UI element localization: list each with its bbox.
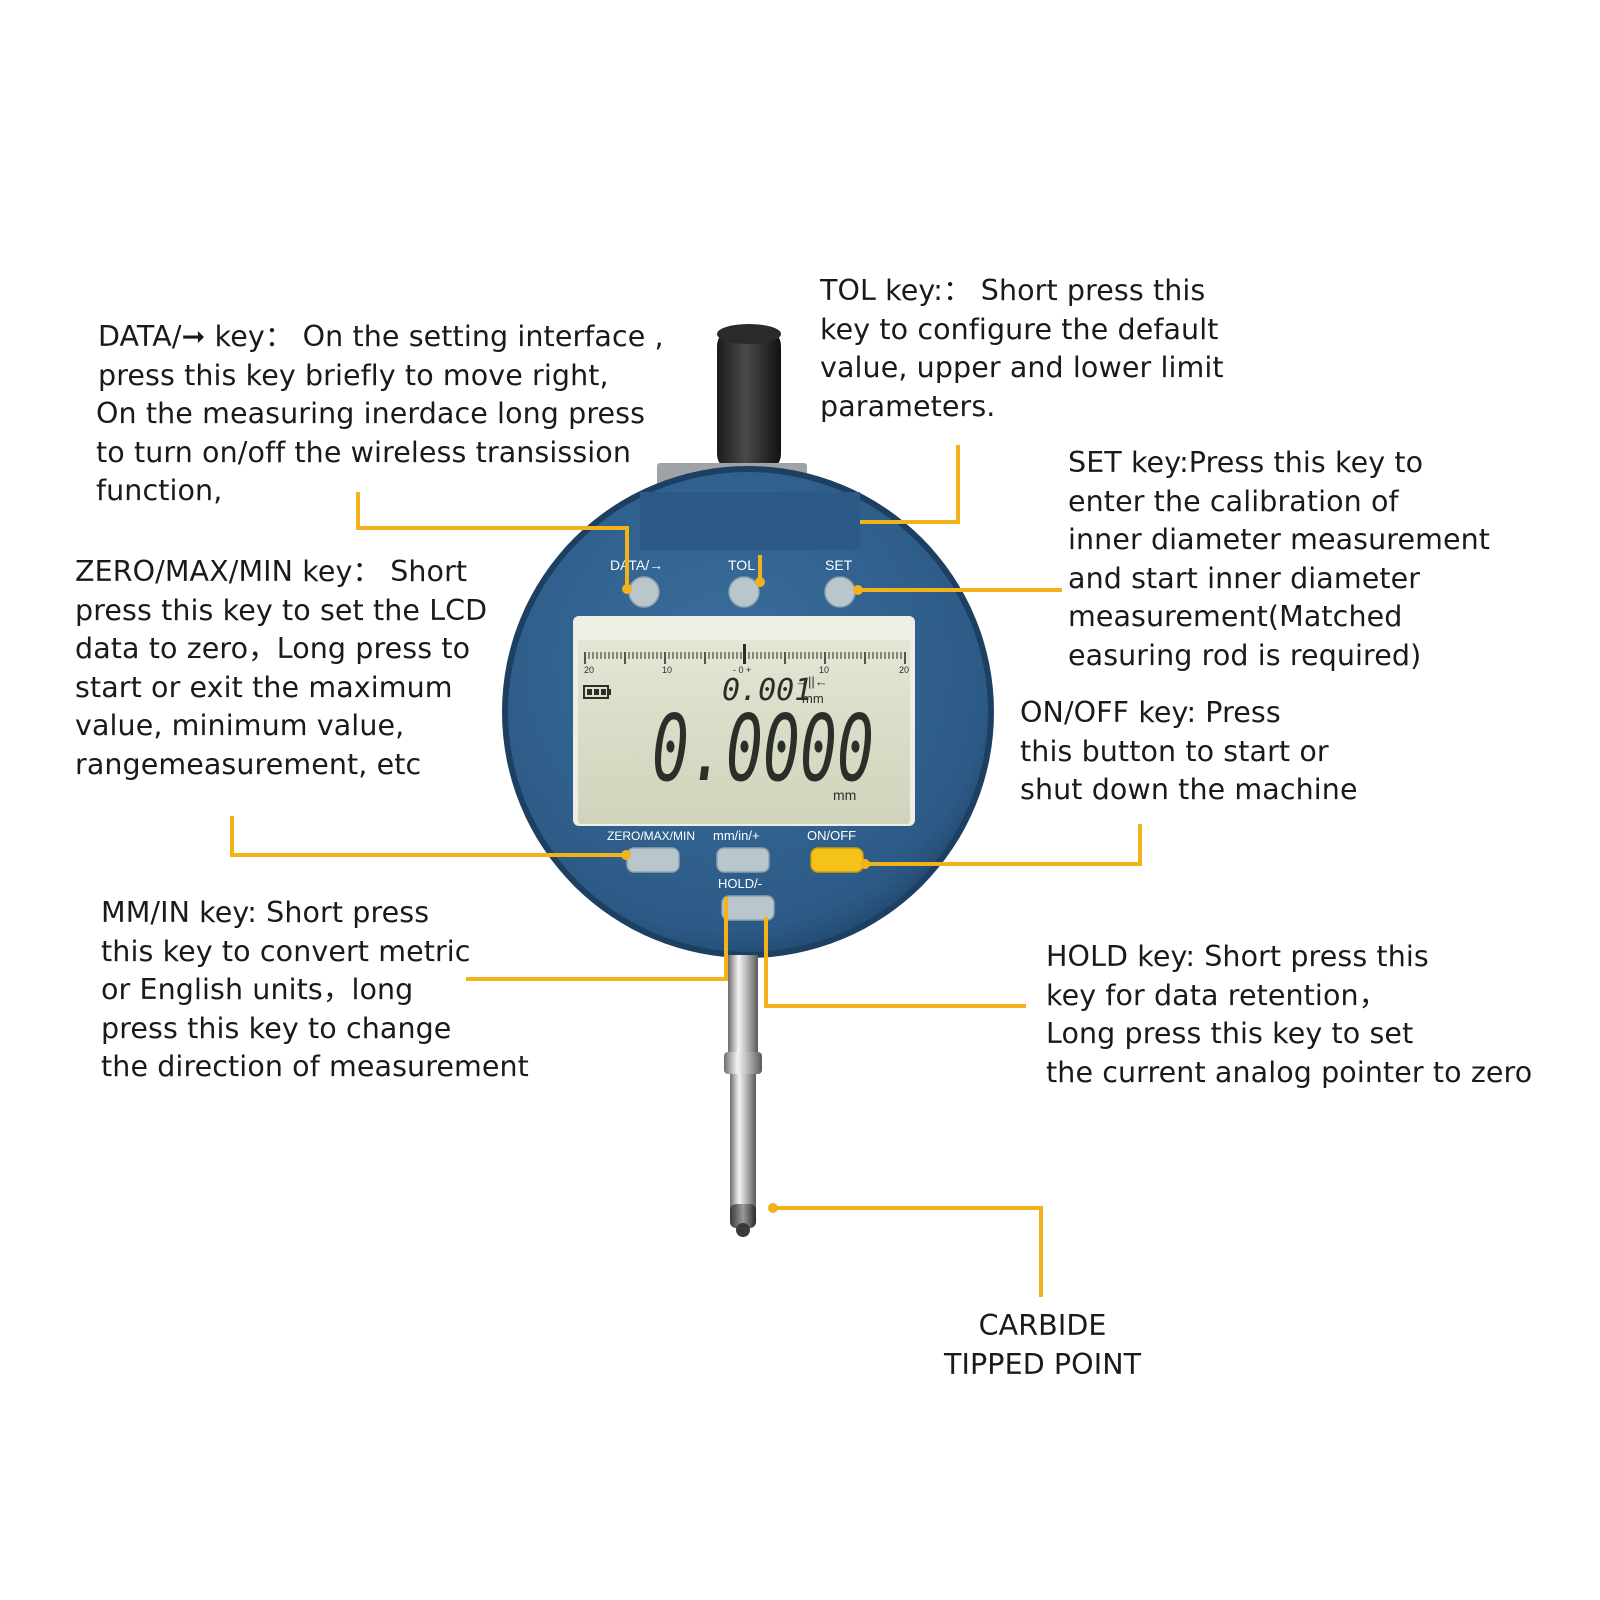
data-key-text-5: function, [96, 474, 223, 507]
lcd-tolerance-symbol: →||← [795, 674, 828, 689]
lcd-scale-left: 20 [584, 665, 594, 675]
lcd-scale-center: - 0 + [733, 665, 751, 675]
mmin-key-label: mm/in/+ [713, 828, 760, 843]
carbide-tip [730, 1204, 756, 1237]
onoff-key-callout: ON/OFF key: Press this button to start o… [1020, 694, 1358, 810]
tol-key-label: TOL [728, 557, 755, 573]
data-key-text-4: to turn on/off the wireless transission [96, 435, 632, 469]
lcd-reading-unit: mm [833, 787, 856, 803]
lcd-scale-right: 20 [899, 665, 909, 675]
hold-key-label: HOLD/- [718, 876, 762, 891]
leader-zero [230, 816, 626, 857]
hold-key-text-3: Long press this key to set [1046, 1017, 1414, 1050]
tol-key-text-3: value, upper and lower limit [820, 351, 1224, 384]
set-key-text-1: SET key:Press this key to [1068, 446, 1424, 479]
zero-key-text-5: value, minimum value, [75, 709, 405, 742]
lcd-resolution-unit: mm [802, 691, 824, 706]
leader-data [356, 492, 629, 589]
lcd-resolution: 0.001 [722, 673, 812, 708]
leader-carbide [773, 1206, 1043, 1297]
zero-key-text-1: ZERO/MAX/MIN key： Short [75, 555, 468, 588]
analog-scale [584, 644, 906, 664]
battery-icon [583, 685, 611, 699]
zero-key-callout: ZERO/MAX/MIN key： Short press this key t… [75, 553, 487, 784]
tol-key-text-1: TOL key:： Short press this [820, 274, 1206, 307]
set-key-text-4: and start inner diameter [1068, 561, 1421, 595]
set-key-text-2: enter the calibration of [1068, 484, 1399, 518]
leader-tol [860, 445, 960, 524]
on-off-key[interactable]: ON/OFF [807, 828, 864, 873]
onoff-key-text-3: shut down the machine [1020, 773, 1358, 806]
lcd-scale-mid-right: 10 [819, 665, 829, 675]
mmin-key-text-1: MM/IN key: Short press [101, 896, 430, 929]
hold-key-callout: HOLD key: Short press this key for data … [1046, 938, 1532, 1092]
set-key-text-3: inner diameter measurement [1068, 523, 1491, 556]
zero-key-text-6: rangemeasurement, etc [75, 747, 422, 781]
carbide-text-2: TIPPED POINT [944, 1347, 1142, 1381]
leader-hold [764, 917, 1026, 1008]
mm-in-key[interactable]: mm/in/+ [713, 828, 770, 873]
scale-center-pointer [743, 644, 746, 664]
mmin-key-text-2: this key to convert metric [101, 934, 471, 968]
carbide-text-1: CARBIDE [978, 1309, 1107, 1342]
zero-key-text-4: start or exit the maximum [75, 670, 453, 704]
mmin-key-text-4: press this key to change [101, 1011, 452, 1045]
mmin-key-text-5: the direction of measurement [101, 1050, 529, 1083]
tol-key-text-2: key to configure the default [820, 312, 1219, 346]
zero-key-text-3: data to zero，Long press to [75, 632, 471, 665]
zero-key-label: ZERO/MAX/MIN [607, 829, 695, 843]
hold-key-text-2: key for data retention， [1046, 978, 1388, 1012]
data-key-text-2: press this key briefly to move right, [98, 358, 609, 392]
onoff-key-label: ON/OFF [807, 828, 856, 843]
hold-key[interactable]: HOLD/- [718, 876, 775, 921]
leader-mmin [466, 897, 728, 981]
mmin-key-text-3: or English units，long [101, 973, 414, 1006]
zero-key-text-2: press this key to set the LCD [75, 593, 488, 627]
onoff-key-text-1: ON/OFF key: Press [1020, 696, 1281, 729]
tol-key-callout: TOL key:： Short press this key to config… [820, 272, 1224, 426]
lcd-scale-mid-left: 10 [662, 665, 672, 675]
lcd-screen: 20 10 - 0 + 10 20 0.001 →||← mm 0.0000 m… [573, 616, 915, 826]
set-key[interactable]: SET [824, 557, 856, 608]
data-key-callout: DATA/➞ key： On the setting interface , p… [96, 318, 664, 511]
lcd-reading: 0.0000 [652, 695, 874, 802]
lifting-cap [717, 324, 781, 472]
carbide-callout: CARBIDE TIPPED POINT [944, 1307, 1141, 1384]
leader-onoff [865, 824, 1142, 866]
set-key-callout: SET key:Press this key to enter the cali… [1068, 444, 1490, 675]
tol-key[interactable]: TOL [728, 557, 760, 608]
zero-max-min-key[interactable]: ZERO/MAX/MIN [607, 829, 695, 873]
mmin-key-callout: MM/IN key: Short press this key to conve… [101, 894, 529, 1087]
onoff-key-text-2: this button to start or [1020, 734, 1329, 768]
tol-key-text-4: parameters. [820, 389, 996, 423]
hold-key-text-1: HOLD key: Short press this [1046, 940, 1429, 973]
set-key-text-5: measurement(Matched [1068, 600, 1403, 633]
leader-end-dots [621, 577, 870, 1213]
data-key-text-3: On the measuring inerdace long press [96, 397, 646, 430]
data-key-label: DATA/→ [610, 557, 663, 573]
hold-key-text-4: the current analog pointer to zero [1046, 1055, 1533, 1089]
data-key-text-1: DATA/➞ key： On the setting interface , [98, 320, 664, 353]
set-key-text-6: easuring rod is required) [1068, 638, 1422, 672]
spindle-stem [724, 955, 762, 1209]
set-key-label: SET [825, 557, 853, 573]
leader-lines [230, 445, 1142, 1297]
data-key[interactable]: DATA/→ [610, 557, 663, 608]
